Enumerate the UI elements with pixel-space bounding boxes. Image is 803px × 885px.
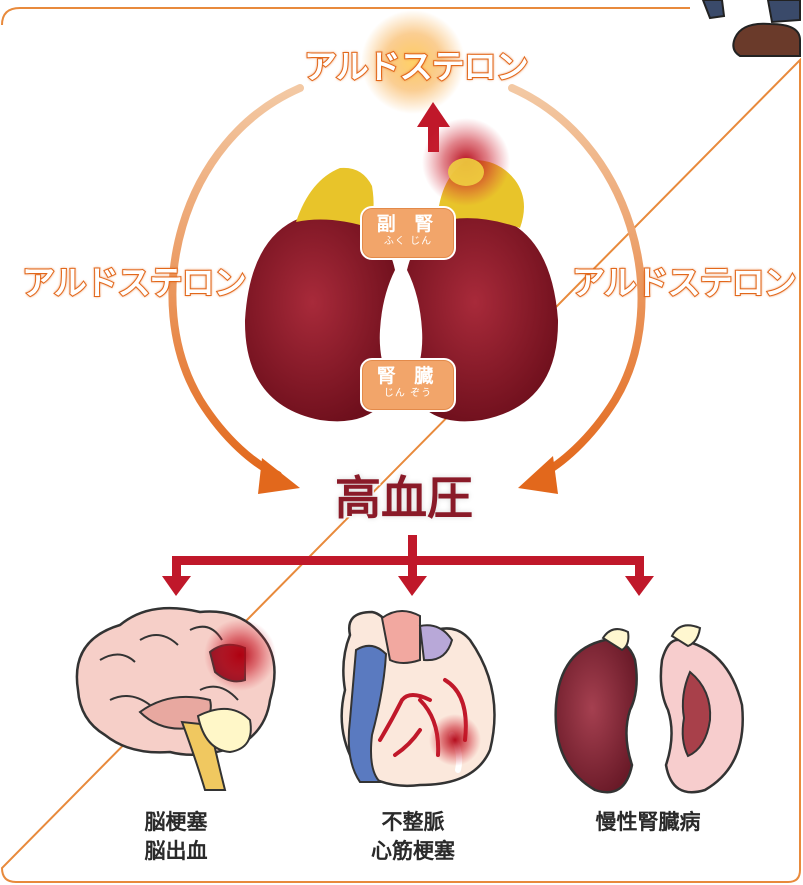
- aldosterone-label-right: アルドステロン: [572, 256, 796, 304]
- disease-heart-line1: 不整脈: [358, 808, 468, 837]
- kidney-diseased-illustration: [661, 625, 743, 792]
- aldosterone-label-left: アルドステロン: [22, 256, 246, 304]
- disease-heart-line2: 心筋梗塞: [358, 837, 468, 866]
- kidney-healthy-illustration: [556, 629, 637, 792]
- disease-brain-line2: 脳出血: [128, 837, 224, 866]
- adrenal-kanji: 副 腎: [362, 212, 454, 236]
- kidney-kanji: 腎 臓: [362, 364, 454, 388]
- kidney-furigana: じん ぞう: [362, 388, 454, 400]
- disease-heart: 不整脈 心筋梗塞: [358, 808, 468, 866]
- brain-hemorrhage-glow: [204, 619, 276, 691]
- kidney-label: 腎 臓 じん ぞう: [360, 358, 456, 412]
- hypertension-label: 高血圧: [335, 462, 473, 528]
- branch-arrows: [162, 535, 654, 596]
- adrenal-label: 副 腎 ふく じん: [360, 206, 456, 260]
- arrow-head-left: [258, 458, 300, 494]
- aldosterone-label-top: アルドステロン: [304, 40, 528, 88]
- adrenal-furigana: ふく じん: [362, 236, 454, 248]
- disease-kidney: 慢性腎臓病: [578, 808, 718, 837]
- arrow-head-right: [518, 456, 558, 494]
- disease-kidney-line1: 慢性腎臓病: [578, 808, 718, 837]
- character-feet-illustration: [703, 0, 800, 56]
- disease-brain-line1: 脳梗塞: [128, 808, 224, 837]
- heart-infarction-glow: [429, 714, 481, 766]
- disease-brain: 脳梗塞 脳出血: [128, 808, 224, 866]
